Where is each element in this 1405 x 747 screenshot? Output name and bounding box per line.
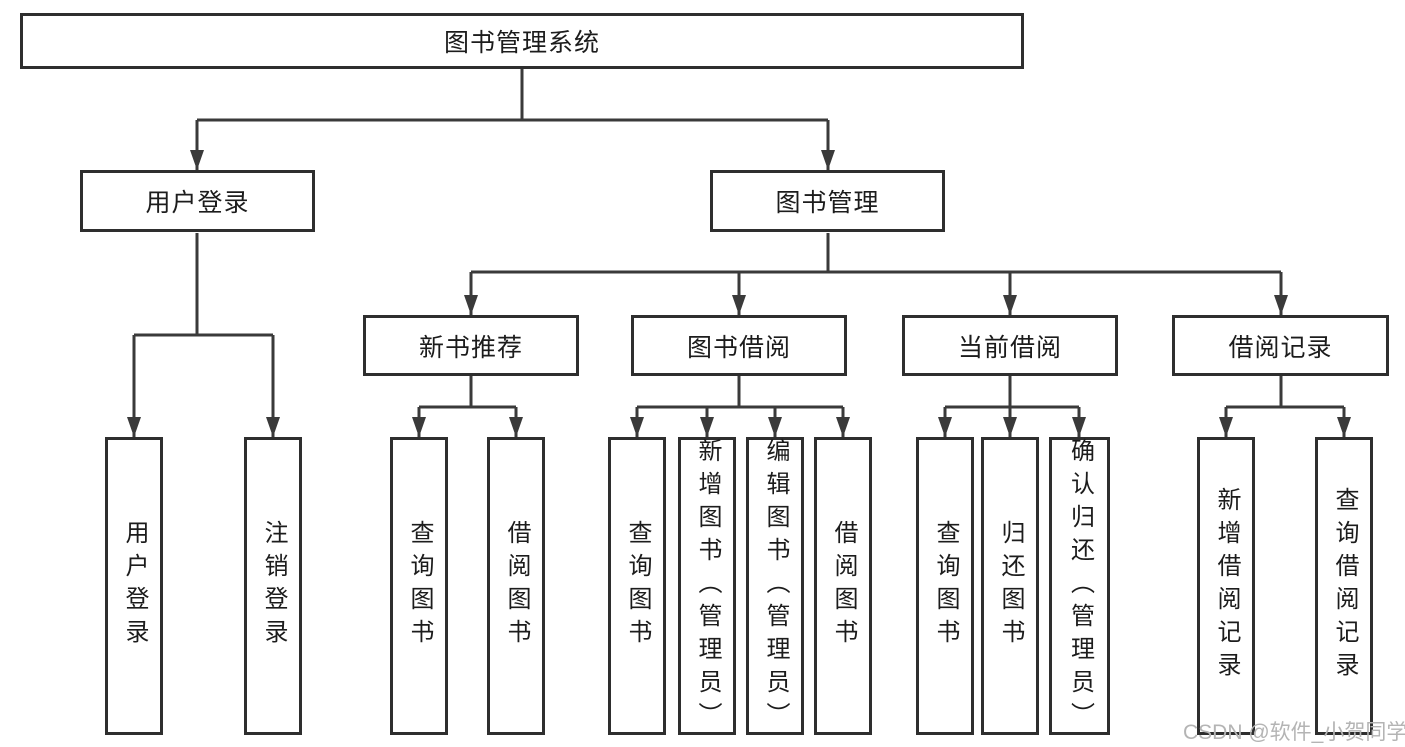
- node-new-book-recommendation: 新书推荐: [363, 315, 579, 376]
- node-label: 图书管理系统: [443, 29, 600, 57]
- leaf-add-borrow-record: 新增借阅记录: [1197, 437, 1255, 735]
- node-book-borrowing: 图书借阅: [631, 315, 847, 376]
- leaf-label: 查询图书: [624, 520, 651, 652]
- node-label: 图书借阅: [686, 333, 791, 362]
- node-label: 当前借阅: [957, 333, 1062, 362]
- leaf-label: 借阅图书: [830, 520, 857, 652]
- csdn-watermark: CSDN @软件_小贺同学: [1183, 721, 1405, 744]
- node-book-management: 图书管理: [710, 170, 945, 232]
- leaf-label: 查询图书: [932, 520, 959, 652]
- node-current-borrowing: 当前借阅: [902, 315, 1118, 376]
- leaf-label: 新增借阅记录: [1213, 487, 1240, 685]
- leaf-return-books: 归还图书: [981, 437, 1039, 735]
- node-user-login: 用户登录: [80, 170, 315, 232]
- leaf-newbook-query-books: 查询图书: [390, 437, 448, 735]
- leaf-add-books-admin: 新增图书（管理员）: [678, 437, 736, 735]
- node-borrowing-records: 借阅记录: [1172, 315, 1389, 376]
- leaf-confirm-return-admin: 确认归还（管理员）: [1049, 437, 1110, 735]
- leaf-label: 编辑图书（管理员）: [762, 437, 789, 735]
- node-label: 用户登录: [145, 189, 250, 217]
- node-label: 新书推荐: [418, 333, 523, 362]
- node-book-management-system: 图书管理系统: [20, 13, 1024, 69]
- leaf-logout: 注销登录: [244, 437, 302, 735]
- leaf-label: 归还图书: [997, 520, 1024, 652]
- leaf-label: 确认归还（管理员）: [1066, 437, 1094, 735]
- leaf-edit-books-admin: 编辑图书（管理员）: [746, 437, 804, 735]
- leaf-borrow-borrow-books: 借阅图书: [814, 437, 872, 735]
- leaf-label: 借阅图书: [503, 520, 530, 652]
- leaf-label: 查询图书: [406, 520, 433, 652]
- leaf-label: 用户登录: [121, 520, 148, 652]
- leaf-query-borrow-record: 查询借阅记录: [1315, 437, 1373, 735]
- leaf-user-login: 用户登录: [105, 437, 163, 735]
- node-label: 借阅记录: [1228, 333, 1333, 362]
- leaf-label: 查询借阅记录: [1331, 487, 1358, 685]
- node-label: 图书管理: [775, 189, 880, 217]
- leaf-current-query-books: 查询图书: [916, 437, 974, 735]
- leaf-label: 注销登录: [260, 520, 287, 652]
- leaf-label: 新增图书（管理员）: [694, 437, 721, 735]
- leaf-borrow-query-books: 查询图书: [608, 437, 666, 735]
- leaf-newbook-borrow-books: 借阅图书: [487, 437, 545, 735]
